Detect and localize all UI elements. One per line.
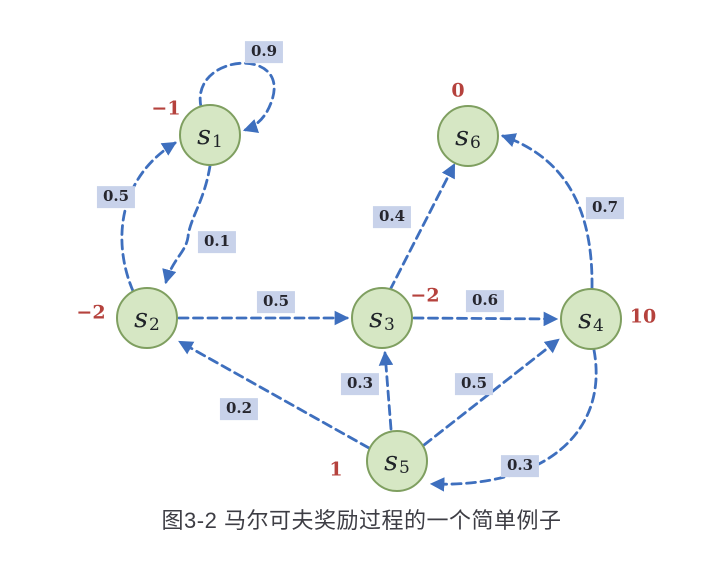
prob-label-s1-s2: 0.1 bbox=[197, 231, 237, 253]
reward-s1: −1 bbox=[151, 97, 181, 120]
edge-s4-s6 bbox=[500, 133, 594, 290]
state-label-subscript: 1 bbox=[212, 131, 223, 152]
prob-label-s1-s1: 0.9 bbox=[244, 41, 284, 63]
edge-s5-s4 bbox=[422, 338, 560, 447]
state-label: s bbox=[578, 303, 593, 335]
reward-s5: 1 bbox=[329, 458, 343, 481]
reward-s2: −2 bbox=[76, 301, 106, 324]
prob-label-s3-s4: 0.6 bbox=[465, 290, 505, 312]
edge-s1-s1-self-loop bbox=[198, 61, 276, 133]
prob-label-s5-s3: 0.3 bbox=[340, 373, 380, 395]
state-label: s bbox=[134, 302, 149, 334]
reward-s6: 0 bbox=[451, 79, 465, 102]
state-label-subscript: 4 bbox=[593, 315, 604, 336]
state-label: s bbox=[197, 119, 212, 151]
figure-caption: 图3-2 马尔可夫奖励过程的一个简单例子 bbox=[161, 508, 562, 533]
state-label-subscript: 5 bbox=[399, 457, 410, 478]
prob-label-s4-s6: 0.7 bbox=[585, 197, 625, 219]
prob-label-s2-s1: 0.5 bbox=[96, 186, 136, 208]
edge-s5-s3 bbox=[378, 350, 394, 431]
edge-s3-s6 bbox=[388, 163, 456, 292]
edge-s5-s2 bbox=[178, 340, 371, 450]
prob-label-s5-s4: 0.5 bbox=[454, 373, 494, 395]
state-label: s bbox=[455, 120, 470, 152]
edge-s3-s4 bbox=[412, 311, 559, 327]
edge-s4-s5 bbox=[429, 348, 598, 492]
prob-label-s5-s2: 0.2 bbox=[219, 398, 259, 420]
state-label: s bbox=[384, 445, 399, 477]
prob-label-s2-s3: 0.5 bbox=[256, 291, 296, 313]
state-label-subscript: 2 bbox=[149, 314, 160, 335]
prob-label-s3-s6: 0.4 bbox=[372, 206, 412, 228]
prob-label-s4-s5: 0.3 bbox=[500, 455, 540, 477]
state-label-subscript: 3 bbox=[384, 314, 395, 335]
state-label-subscript: 6 bbox=[470, 132, 481, 153]
reward-s3: −2 bbox=[410, 284, 440, 307]
edge-s1-s2 bbox=[162, 164, 212, 285]
state-label: s bbox=[369, 302, 384, 334]
reward-s4: 10 bbox=[629, 305, 657, 328]
edge-s2-s1 bbox=[120, 141, 177, 293]
